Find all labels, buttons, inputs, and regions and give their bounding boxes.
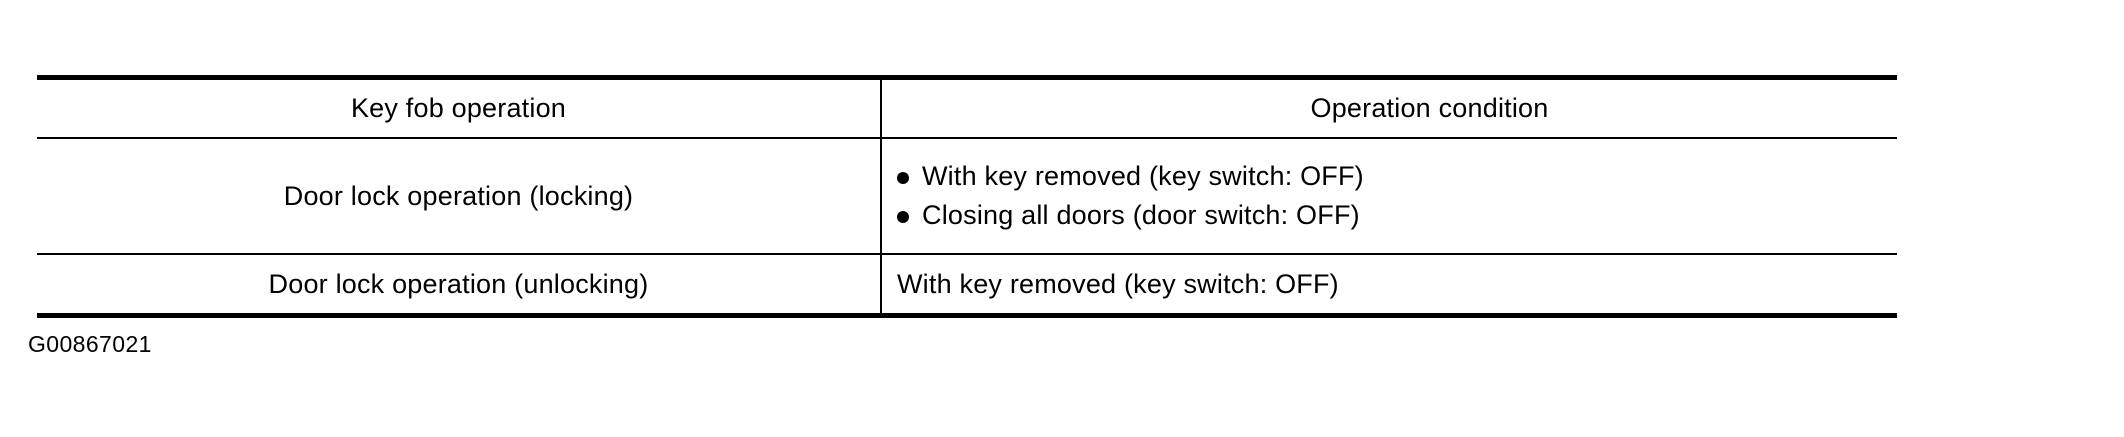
conditions-list: With key removed (key switch: OFF) Closi…: [882, 139, 1897, 253]
bullet-dot-icon: [897, 172, 909, 184]
table-header: Key fob operation Operation condition: [37, 75, 1897, 139]
column-header-operation-condition-label: Operation condition: [1310, 93, 1549, 123]
cell-conditions-locking: With key removed (key switch: OFF) Closi…: [880, 138, 1897, 255]
conditions-list: With key removed (key switch: OFF): [882, 255, 1897, 313]
operation-label: Door lock operation (unlocking): [268, 268, 649, 299]
cell-conditions-unlocking: With key removed (key switch: OFF): [880, 254, 1897, 318]
condition-text: With key removed (key switch: OFF): [897, 268, 1339, 299]
table-row: Door lock operation (locking) With key r…: [37, 138, 1897, 255]
list-item: With key removed (key switch: OFF): [897, 163, 1897, 190]
table-row: Door lock operation (unlocking) With key…: [37, 254, 1897, 318]
column-header-operation-condition: Operation condition: [880, 75, 1897, 139]
cell-operation-locking: Door lock operation (locking): [37, 138, 881, 255]
list-item: Closing all doors (door switch: OFF): [897, 202, 1897, 229]
figure-caption: G00867021: [28, 331, 152, 357]
condition-text: Closing all doors (door switch: OFF): [922, 200, 1360, 230]
key-fob-operation-table: Key fob operation Operation condition Do…: [37, 75, 1897, 318]
bullet-dot-icon: [897, 211, 909, 223]
condition-text: With key removed (key switch: OFF): [922, 161, 1364, 191]
cell-operation-unlocking: Door lock operation (unlocking): [37, 254, 881, 318]
column-header-key-fob-operation: Key fob operation: [37, 75, 881, 139]
spec-table-container: Key fob operation Operation condition Do…: [37, 75, 1897, 318]
table-header-row: Key fob operation Operation condition: [37, 75, 1897, 139]
operation-label: Door lock operation (locking): [283, 180, 634, 211]
table-body: Door lock operation (locking) With key r…: [37, 138, 1897, 318]
column-header-key-fob-operation-label: Key fob operation: [350, 93, 567, 123]
